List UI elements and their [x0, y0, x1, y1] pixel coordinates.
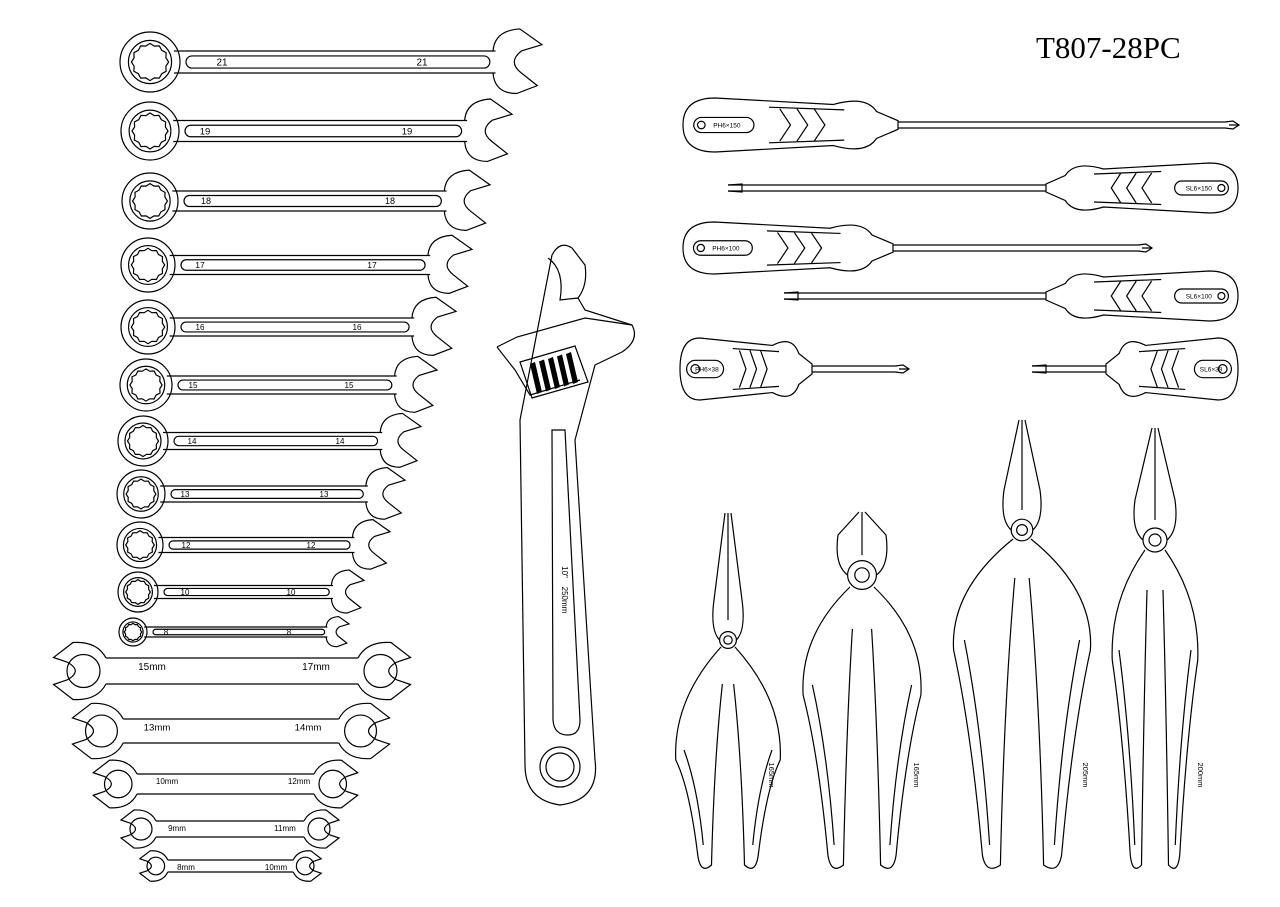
adjuster-worm: [519, 345, 589, 399]
screwdriver-size-label: SL6×150: [1186, 186, 1213, 193]
wrench-size-label: 14mm: [295, 723, 322, 734]
pliers-size-label: 165mm: [767, 762, 776, 787]
wrench-size-label: 19: [200, 126, 211, 137]
wrench-size-label: 10: [287, 588, 296, 597]
screwdriver: PH6×150: [682, 97, 1241, 153]
worm-thread: [530, 362, 542, 394]
wrench-size-label: 21: [217, 57, 228, 68]
wrench-size-label: 19: [402, 126, 413, 137]
screwdriver-size-label: PH6×38: [695, 367, 719, 374]
wrench-size-label: 16: [352, 323, 362, 332]
screwdriver: SL6×100: [783, 270, 1239, 322]
wrench-size-label: 10mm: [265, 863, 288, 872]
pliers-size-label: 165mm: [912, 762, 921, 787]
worm-thread: [557, 354, 569, 387]
worm-thread: [548, 357, 560, 389]
wrench-size-label: 13: [320, 490, 329, 499]
combination-wrench: 10 10: [117, 569, 366, 614]
wrench-size-mm-label: 250mm: [560, 587, 569, 614]
wrench-size-label: 10mm: [156, 777, 179, 786]
wrench-size-label: 15: [344, 381, 354, 390]
screwdriver-size-label: SL6×100: [1186, 294, 1213, 301]
screwdriver-size-label: PH6×150: [713, 123, 741, 130]
wrench-size-label: 18: [385, 196, 395, 206]
wrench-size-label: 11mm: [274, 824, 296, 833]
pliers: 200mm: [1111, 427, 1205, 869]
worm-thread: [566, 352, 578, 384]
wrench-size-label: 13mm: [144, 723, 171, 734]
wrench-size-label: 8: [287, 628, 292, 637]
combination-wrench: 14 14: [117, 412, 423, 468]
wrench-size-inch-label: 10": [560, 566, 569, 578]
kit-title: T807-28PC: [1036, 30, 1181, 65]
adjustable-wrench: 10" 250mm: [496, 244, 635, 806]
wrench-size-label: 12: [307, 541, 316, 550]
wrench-size-label: 12mm: [288, 777, 311, 786]
wrench-size-label: 12: [182, 541, 191, 550]
worm-thread: [539, 359, 551, 392]
screwdriver: PH6×38: [679, 337, 911, 401]
open-end-wrench: 10mm 12mm: [91, 759, 360, 809]
open-end-wrench: 13mm 14mm: [71, 702, 391, 760]
wrench-size-label: 14: [336, 437, 345, 446]
screwdriver-size-label: PH6×100: [712, 246, 740, 253]
open-end-wrench: 9mm 11mm: [119, 809, 341, 849]
wrench-size-label: 10: [181, 588, 190, 597]
open-end-wrench-set: 15mm 17mm 13mm 14mm 10mm 12mm 9mm 11mm 8mm 10mm: [52, 641, 412, 882]
pliers-size-label: 205mm: [1081, 762, 1090, 787]
screwdriver-size-label: SL6×38: [1200, 367, 1223, 374]
wrench-size-label: 8mm: [177, 863, 195, 872]
wrench-size-label: 21: [417, 57, 428, 68]
wrench-size-label: 18: [201, 196, 211, 206]
open-end-wrench: 8mm 10mm: [138, 850, 323, 882]
wrench-size-label: 8: [164, 628, 169, 637]
pliers-size-label: 200mm: [1196, 762, 1205, 787]
wrench-size-label: 15mm: [138, 662, 166, 673]
wrench-size-label: 17: [367, 260, 377, 270]
wrench-size-label: 17: [195, 260, 205, 270]
combination-wrench: 13 13: [116, 466, 407, 520]
combination-wrench: 21 21: [119, 28, 544, 95]
screwdriver: PH6×100: [682, 221, 1154, 275]
pliers: 165mm: [802, 511, 922, 869]
wrench-size-label: 15: [188, 381, 198, 390]
wrench-size-label: 9mm: [168, 824, 186, 833]
pliers: 165mm: [675, 512, 781, 869]
wrench-size-label: 14: [188, 437, 197, 446]
wrench-size-label: 17mm: [302, 662, 330, 673]
wrench-size-label: 16: [195, 323, 205, 332]
pliers: 205mm: [952, 419, 1092, 869]
combination-wrench: 12 12: [116, 519, 392, 570]
screwdriver: SL6×38: [1031, 337, 1239, 401]
wrench-size-label: 13: [181, 490, 190, 499]
open-end-wrench: 15mm 17mm: [52, 641, 412, 701]
screwdriver: SL6×150: [727, 162, 1239, 214]
